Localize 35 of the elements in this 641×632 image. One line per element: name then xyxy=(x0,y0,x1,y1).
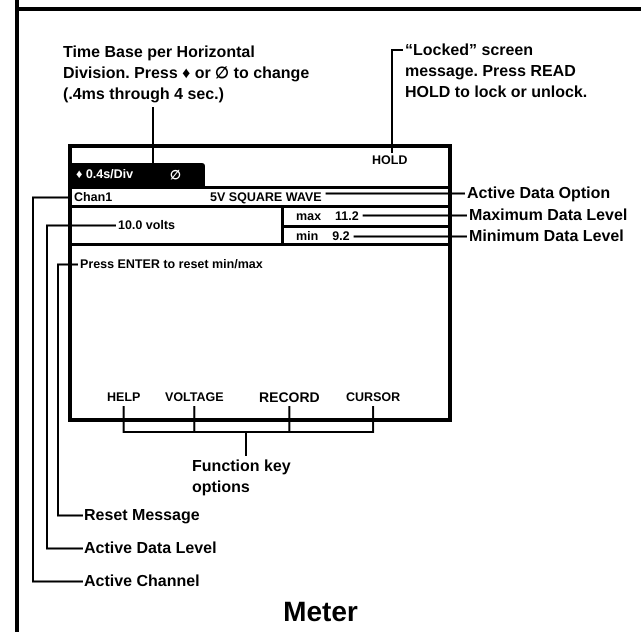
callout-label: “Locked” screen message. Press READ HOLD to lock or unlock. xyxy=(405,40,607,103)
leader-line xyxy=(46,224,116,550)
leader-line xyxy=(57,264,83,516)
screen-text: 5V SQUARE WAVE xyxy=(210,190,322,205)
leader-line xyxy=(391,49,403,153)
leader-line xyxy=(354,236,467,238)
field-name: max xyxy=(296,209,322,223)
leader-line xyxy=(362,214,467,216)
callout-label: Active Channel xyxy=(84,571,200,592)
leader-line xyxy=(245,406,374,456)
display-screen xyxy=(68,144,452,422)
field-value: 11.2 xyxy=(335,209,359,223)
callout-label: Minimum Data Level xyxy=(469,226,624,247)
field-name: min xyxy=(296,229,318,243)
callout-label: Time Base per Horizontal Division. Press ♦ or ∅ to change (.4ms through 4 sec.) xyxy=(63,42,321,105)
screen-text: 10.0 volts xyxy=(118,218,175,233)
screen-text: HOLD xyxy=(372,153,408,168)
screen-text: Chan1 xyxy=(74,190,112,205)
screen-text: Press ENTER to reset min/max xyxy=(80,257,263,272)
caption: Meter xyxy=(283,596,358,627)
symbol-text: ∅ xyxy=(170,167,181,182)
time-base-text: ♦ 0.4s/Div xyxy=(76,167,134,181)
callout-label: Active Data Level xyxy=(84,538,217,559)
function-key-label: RECORD xyxy=(259,390,320,405)
function-key-label: CURSOR xyxy=(346,390,400,405)
leader-line xyxy=(326,192,465,194)
field-value: 9.2 xyxy=(332,229,350,243)
callout-label: Function key options xyxy=(192,456,332,498)
leader-line xyxy=(32,196,83,582)
leader-line xyxy=(152,107,154,163)
function-key-label: HELP xyxy=(107,390,140,405)
function-key-label: VOLTAGE xyxy=(165,390,224,405)
callout-label: Reset Message xyxy=(84,505,200,526)
callout-label: Maximum Data Level xyxy=(469,205,628,226)
callout-label: Active Data Option xyxy=(467,183,610,204)
